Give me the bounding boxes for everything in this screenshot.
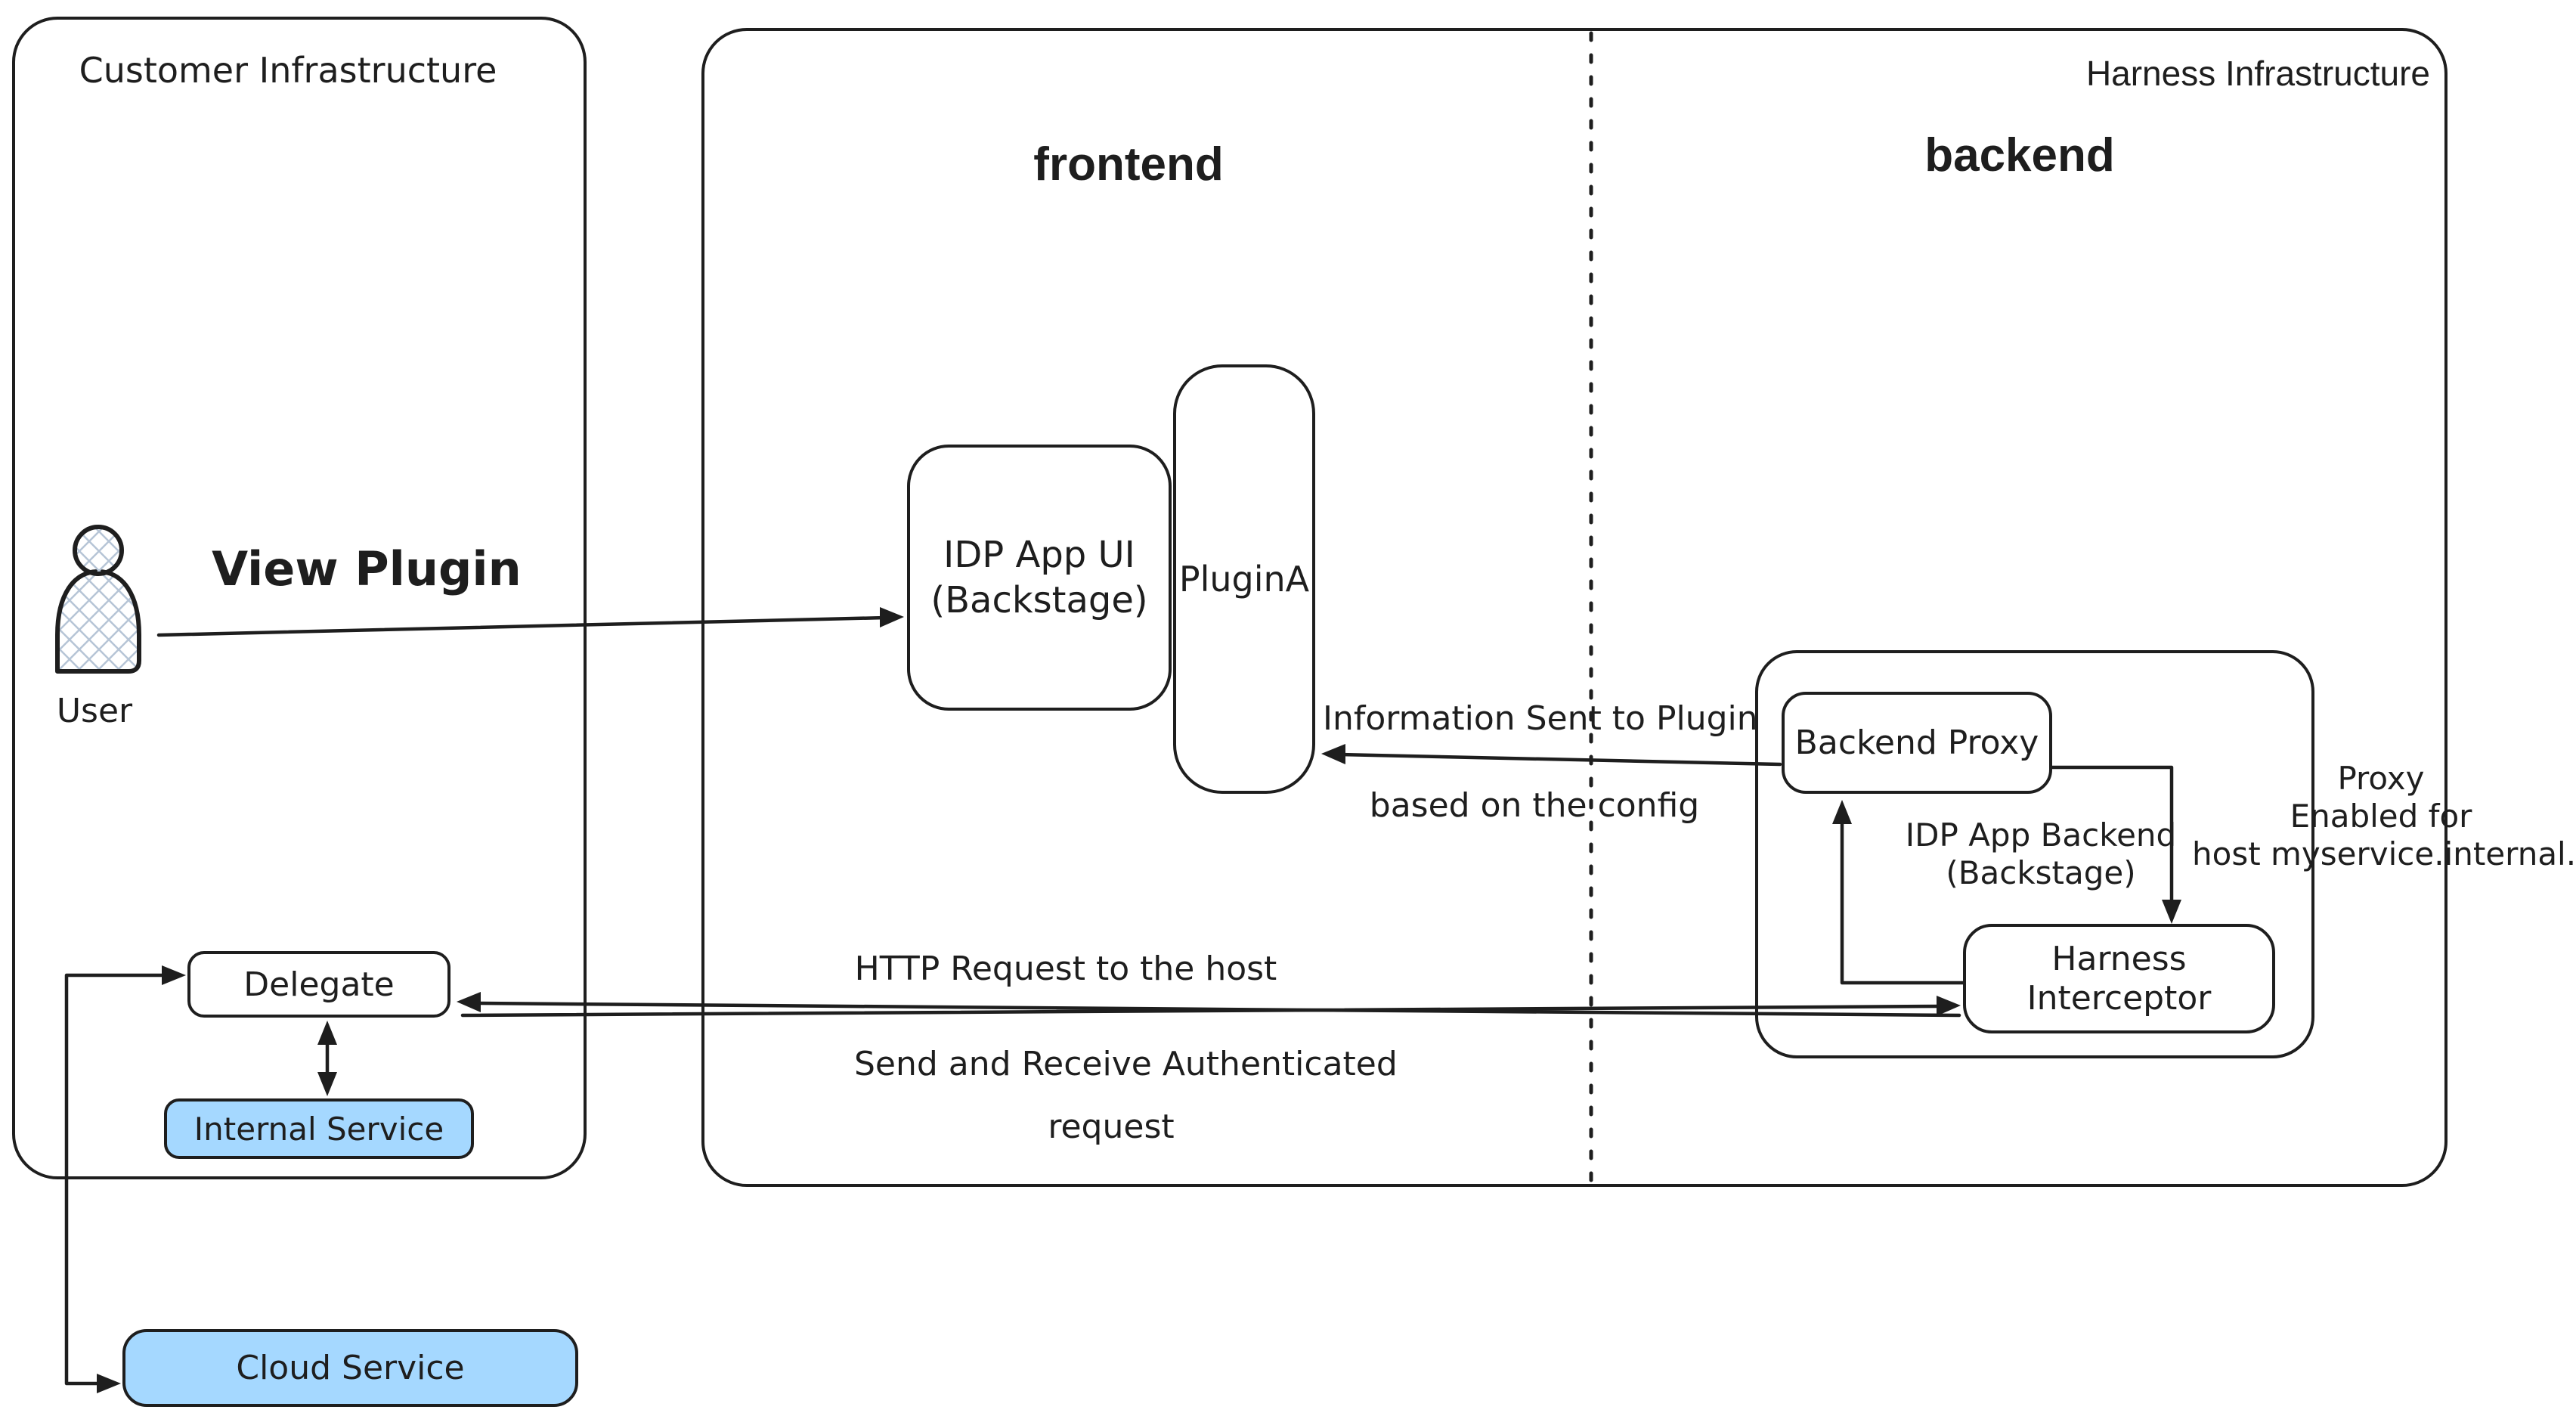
info-sent-label-line1: Information Sent to Plugin bbox=[1323, 699, 1758, 738]
plugin-a-box: PluginA bbox=[1173, 364, 1315, 794]
send-receive-label-line2: request bbox=[1048, 1108, 1175, 1146]
proxy-enabled-label-line3: host myservice.internal.net bbox=[2192, 835, 2576, 872]
harness-infrastructure-container bbox=[701, 28, 2448, 1187]
harness-infrastructure-title: Harness Infrastructure bbox=[2085, 54, 2430, 93]
backend-section-label: backend bbox=[1924, 129, 2115, 181]
idp-app-backend-label: IDP App Backend (Backstage) bbox=[1905, 816, 2177, 891]
internal-service-box: Internal Service bbox=[164, 1098, 474, 1159]
harness-interceptor-box: Harness Interceptor bbox=[1963, 924, 2275, 1033]
plugin-a-label: PluginA bbox=[1178, 559, 1310, 600]
proxy-enabled-label-line1: Proxy bbox=[2337, 760, 2425, 797]
delegate-label: Delegate bbox=[243, 965, 395, 1004]
send-receive-label-line1: Send and Receive Authenticated bbox=[854, 1045, 1398, 1083]
idp-app-backend-group-box bbox=[1755, 650, 2314, 1058]
view-plugin-label: View Plugin bbox=[212, 541, 522, 596]
cloud-service-label: Cloud Service bbox=[236, 1349, 465, 1387]
cloud-service-box: Cloud Service bbox=[122, 1329, 578, 1407]
customer-infrastructure-container bbox=[12, 17, 587, 1179]
customer-infrastructure-title: Customer Infrastructure bbox=[79, 50, 497, 91]
proxy-enabled-label-line2: Enabled for bbox=[2290, 798, 2472, 835]
info-sent-label-line2: based on the config bbox=[1369, 786, 1700, 825]
backend-proxy-box: Backend Proxy bbox=[1782, 692, 2052, 794]
internal-service-label: Internal Service bbox=[194, 1110, 444, 1148]
idp-app-ui-box: IDP App UI (Backstage) bbox=[907, 445, 1172, 711]
frontend-section-label: frontend bbox=[1033, 138, 1224, 191]
harness-interceptor-label: Harness Interceptor bbox=[2026, 939, 2212, 1018]
idp-app-ui-label: IDP App UI (Backstage) bbox=[930, 534, 1148, 621]
user-label: User bbox=[56, 692, 133, 730]
backend-proxy-label: Backend Proxy bbox=[1794, 723, 2039, 762]
delegate-box: Delegate bbox=[187, 951, 450, 1018]
http-request-label: HTTP Request to the host bbox=[854, 950, 1277, 988]
